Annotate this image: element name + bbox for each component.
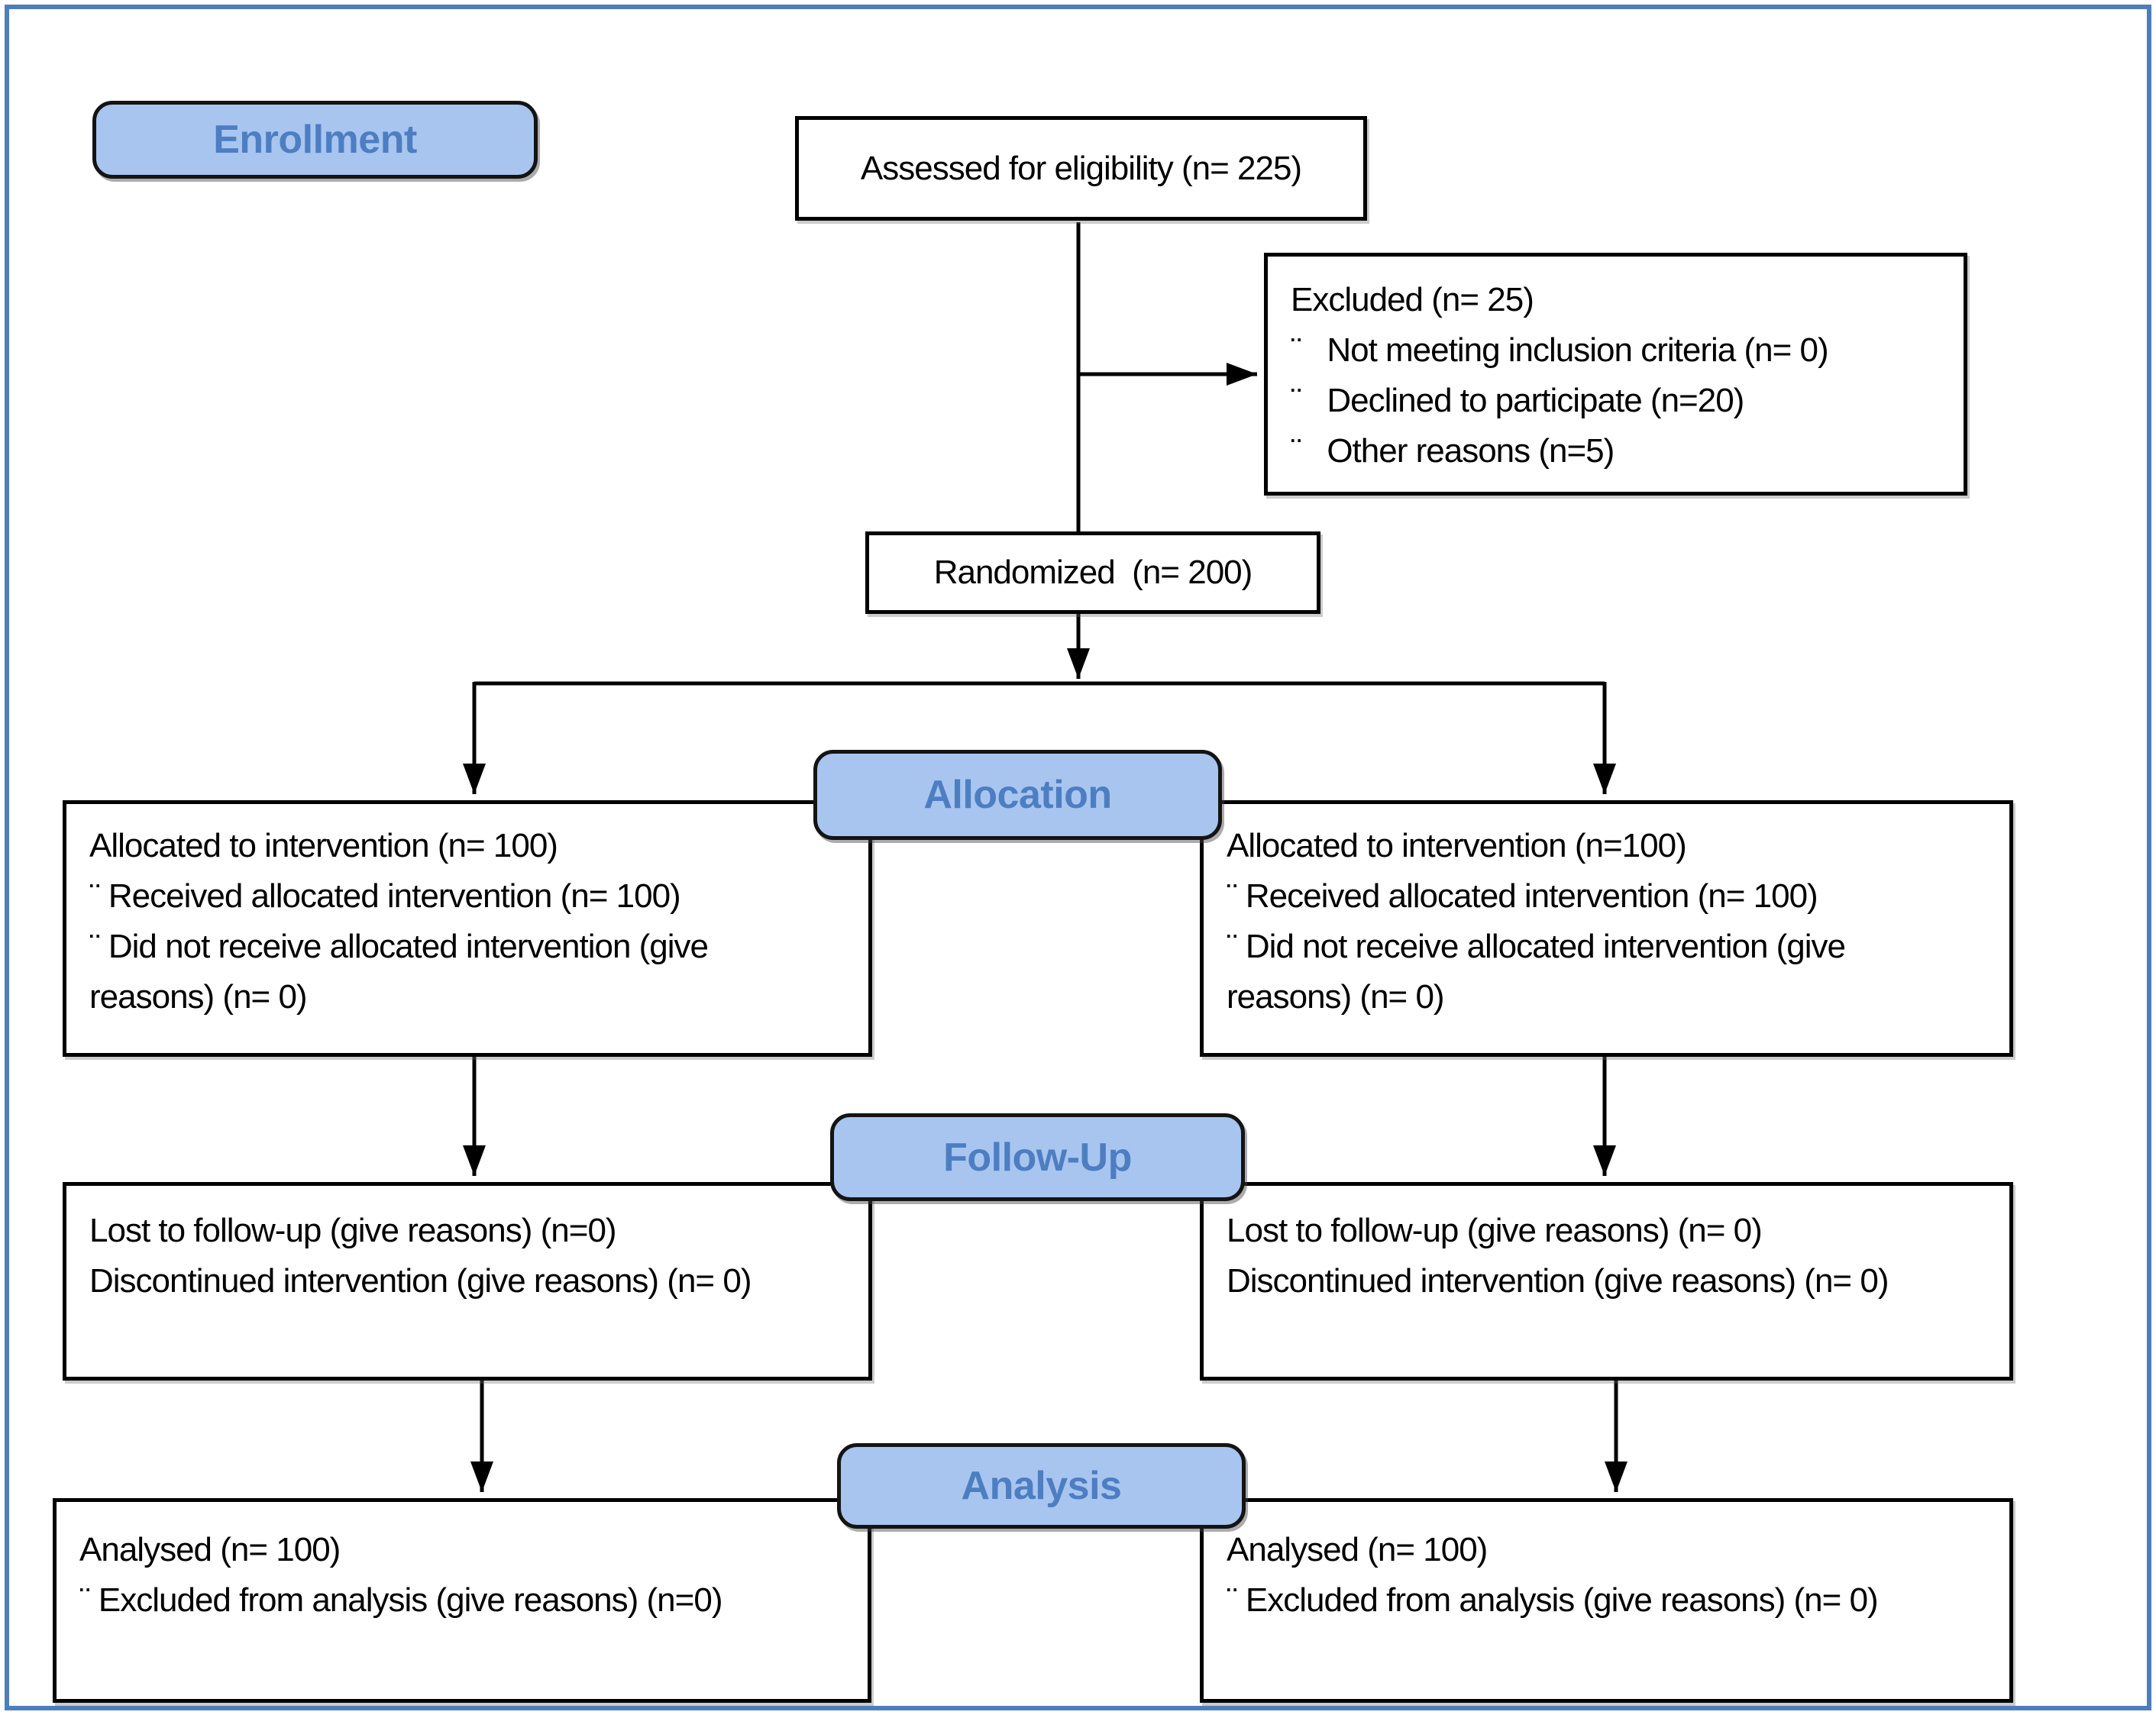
allocation-box-right: Allocated to intervention (n=100) ¨ Rece… (1200, 800, 2013, 1057)
analysis-left-line: Analysed (n= 100) (79, 1531, 341, 1568)
excluded-line: Excluded (n= 25) (1291, 281, 1534, 318)
excluded-box: Excluded (n= 25) ¨ Not meeting inclusion… (1264, 253, 1967, 496)
allocation-left-line: ¨ Received allocated intervention (n= 10… (89, 877, 681, 915)
randomized-box: Randomized (n= 200) (865, 531, 1320, 614)
allocation-right-line: reasons) (n= 0) (1227, 978, 1445, 1016)
analysis-badge: Analysis (837, 1443, 1246, 1529)
allocation-left-line: reasons) (n= 0) (89, 978, 308, 1016)
enrollment-badge: Enrollment (92, 101, 538, 179)
analysis-box-left: Analysed (n= 100) ¨ Excluded from analys… (53, 1498, 871, 1703)
allocation-right-line: Allocated to intervention (n=100) (1227, 827, 1687, 864)
allocation-badge: Allocation (813, 750, 1222, 840)
followup-right-line: Discontinued intervention (give reasons)… (1227, 1262, 1889, 1300)
assessed-box: Assessed for eligibility (n= 225) (795, 116, 1367, 221)
analysis-right-line: Analysed (n= 100) (1227, 1531, 1488, 1568)
allocation-box-left: Allocated to intervention (n= 100) ¨ Rec… (63, 800, 872, 1057)
allocation-left-line: ¨ Did not receive allocated intervention… (89, 928, 709, 965)
followup-box-left: Lost to follow-up (give reasons) (n=0) D… (63, 1182, 872, 1381)
followup-box-right: Lost to follow-up (give reasons) (n= 0) … (1200, 1182, 2013, 1381)
followup-right-line: Lost to follow-up (give reasons) (n= 0) (1227, 1212, 1763, 1249)
allocation-right-line: ¨ Did not receive allocated intervention… (1227, 928, 1846, 965)
analysis-left-line: ¨ Excluded from analysis (give reasons) … (79, 1581, 722, 1619)
allocation-right-line: ¨ Received allocated intervention (n= 10… (1227, 877, 1818, 915)
allocation-left-line: Allocated to intervention (n= 100) (89, 827, 558, 864)
followup-left-line: Discontinued intervention (give reasons)… (89, 1262, 752, 1300)
excluded-line: ¨ Not meeting inclusion criteria (n= 0) (1291, 331, 1829, 369)
outer-frame (5, 5, 2151, 1710)
followup-left-line: Lost to follow-up (give reasons) (n=0) (89, 1212, 617, 1249)
excluded-line: ¨ Other reasons (n=5) (1291, 432, 1615, 470)
randomized-text: Randomized (n= 200) (933, 554, 1253, 591)
analysis-box-right: Analysed (n= 100) ¨ Excluded from analys… (1200, 1498, 2013, 1703)
assessed-text: Assessed for eligibility (n= 225) (860, 149, 1302, 187)
excluded-line: ¨ Declined to participate (n=20) (1291, 382, 1744, 419)
followup-badge: Follow-Up (830, 1113, 1245, 1201)
analysis-right-line: ¨ Excluded from analysis (give reasons) … (1227, 1581, 1879, 1619)
